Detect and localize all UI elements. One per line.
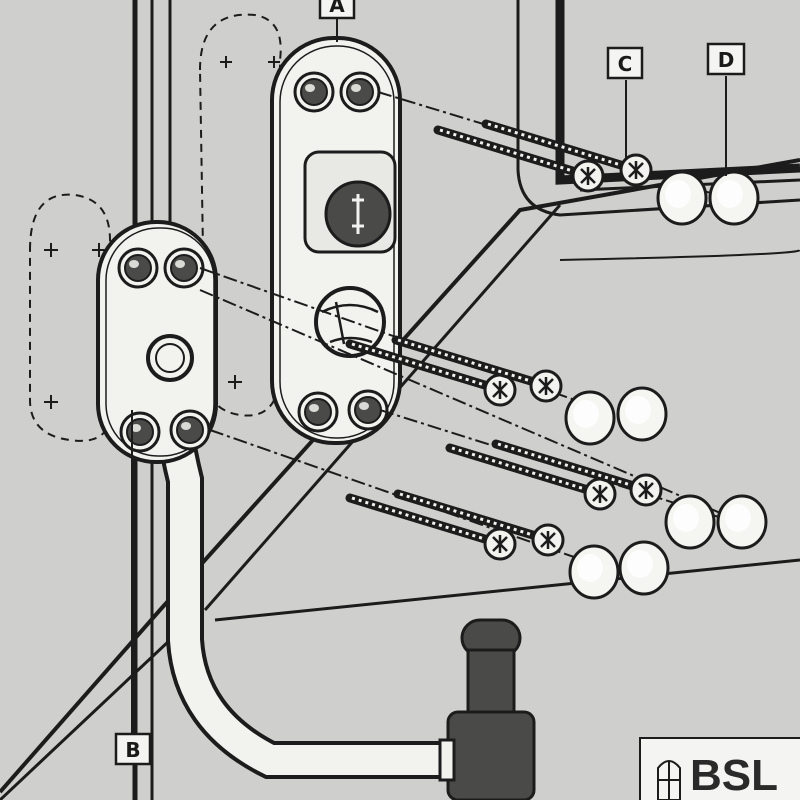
callout-c: C [606, 46, 644, 160]
callout-a: A [318, 0, 356, 42]
drill-marks [44, 56, 280, 409]
callout-b: B [114, 410, 152, 766]
callout-a-label: A [329, 0, 345, 17]
locking-pin [438, 618, 536, 800]
brand-text: BSL [690, 751, 778, 800]
window-icon [657, 760, 681, 800]
lock-body-a [270, 36, 402, 445]
callout-b-label: B [125, 738, 140, 762]
cable-socket-icon [314, 286, 386, 358]
callout-d: D [706, 42, 746, 176]
anchor-plate-b [96, 220, 218, 464]
pencil-outlines [29, 13, 282, 442]
brand-logo: BSL [639, 737, 800, 800]
callout-c-label: C [618, 52, 633, 76]
callout-d-label: D [718, 48, 735, 72]
